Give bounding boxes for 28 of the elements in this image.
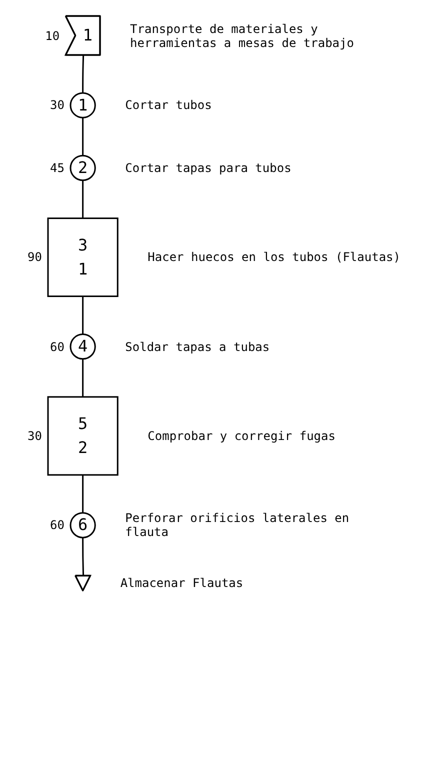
duration-label: 10: [45, 28, 60, 42]
node-box: 5 2: [47, 396, 118, 476]
node-circle: 2: [70, 154, 96, 182]
connector: [82, 296, 84, 334]
duration-label: 90: [28, 250, 42, 264]
connector: [82, 118, 84, 156]
node-circle: 4: [70, 334, 96, 360]
step-description: Almacenar Flautas: [120, 576, 244, 590]
step-description: Soldar tapas a tubas: [125, 340, 271, 354]
node-circle: 6: [70, 512, 96, 538]
step-description: Comprobar y corregir fugas: [148, 428, 336, 443]
connector: [82, 358, 84, 397]
connector: [82, 55, 84, 93]
duration-label: 60: [50, 518, 64, 532]
connector: [82, 474, 84, 513]
duration-label: 30: [28, 428, 42, 443]
duration-label: 60: [50, 340, 64, 354]
connector: [82, 538, 84, 576]
step-description: Hacer huecos en los tubos (Flautas): [148, 250, 402, 264]
node-box: 3 1: [47, 218, 118, 298]
step-description: Cortar tapas para tubos: [125, 160, 292, 175]
duration-label: 45: [50, 160, 64, 175]
duration-label: 30: [50, 98, 64, 112]
step-description: Transporte de materiales y herramientas a mesas de trabajo: [130, 22, 355, 50]
connector: [82, 180, 84, 218]
step-description: Cortar tubos: [125, 98, 213, 112]
step-description: Perforar orificios laterales en flauta: [125, 511, 350, 540]
node-circle: 1: [70, 92, 96, 118]
